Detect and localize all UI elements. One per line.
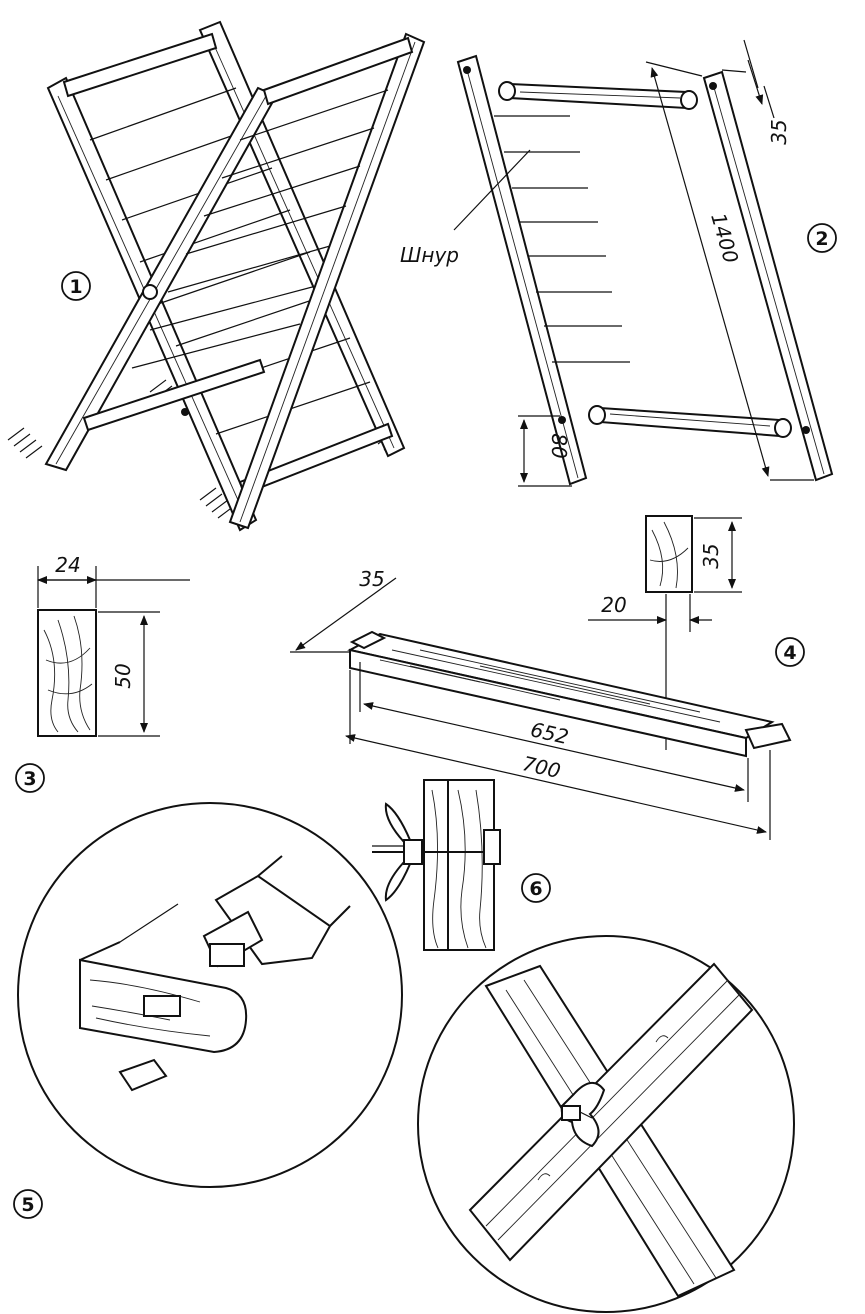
pivot-bolt-icon <box>142 284 158 300</box>
front-frame-right-rail <box>228 32 426 530</box>
figure-3-rail-section: 24 50 3 <box>15 553 190 793</box>
crossing-detail <box>417 935 795 1313</box>
front-frame-bottom-bar <box>82 358 266 432</box>
figure-2-frame-parts: Шнур 1400 35 <box>400 39 837 487</box>
figure-3-number-circle <box>15 763 45 793</box>
rail-diagonal-up <box>468 962 754 1262</box>
figure-1-number: 1 <box>69 276 82 298</box>
figure-5-number-circle <box>13 1189 43 1219</box>
dim-rail-width: 35 <box>767 119 791 144</box>
dim-rail-length: 1400 <box>706 210 743 266</box>
figure-1-assembled-rack: 1 <box>7 20 426 532</box>
front-frame-cords <box>131 89 389 369</box>
rail-cross-section <box>37 609 97 737</box>
tenon-cross-section <box>645 515 693 593</box>
top-crossbar <box>498 81 698 110</box>
figure-2-number: 2 <box>815 228 828 250</box>
figure-1-number-circle <box>61 271 91 301</box>
figure-4-crossbar: 35 20 35 652 700 4 <box>290 515 805 840</box>
dim-total-length: 700 <box>520 751 563 783</box>
dim-shoulder-length: 652 <box>528 717 571 749</box>
crossbar-top-face <box>347 632 775 740</box>
figure-5-joint-detail: 5 <box>13 802 403 1219</box>
front-frame-top-bar <box>262 36 414 106</box>
back-frame-cords <box>89 87 371 435</box>
dim-section-width: 24 <box>55 553 80 577</box>
crossbar-end <box>214 874 332 966</box>
figure-6-number: 6 <box>529 878 542 900</box>
wedge-piece <box>118 1058 168 1092</box>
figure-4-number: 4 <box>783 642 796 664</box>
figure-6-number-circle <box>521 873 551 903</box>
figure-5-number: 5 <box>21 1194 34 1216</box>
mortise-slot <box>143 995 181 1017</box>
figure-4-number-circle <box>775 637 805 667</box>
rail-cords <box>494 115 630 363</box>
back-frame-top-bar <box>62 32 218 98</box>
figure-2-number-circle <box>807 223 837 253</box>
figure-6-wing-nut-bolt: 6 <box>372 779 551 951</box>
left-rail <box>456 54 588 486</box>
dim-tenon-width: 20 <box>601 593 626 617</box>
dim-rail-end-offset: 80 <box>547 433 571 458</box>
dim-section-height: 50 <box>111 663 135 688</box>
tenon-left <box>349 630 387 650</box>
dim-tenon-section-height: 35 <box>699 543 723 568</box>
bottom-crossbar <box>588 405 792 438</box>
dim-crossbar-thickness: 35 <box>359 567 384 591</box>
figure-3-number: 3 <box>23 768 36 790</box>
cord-label: Шнур <box>400 243 459 267</box>
wing-nut-icon <box>384 802 412 902</box>
